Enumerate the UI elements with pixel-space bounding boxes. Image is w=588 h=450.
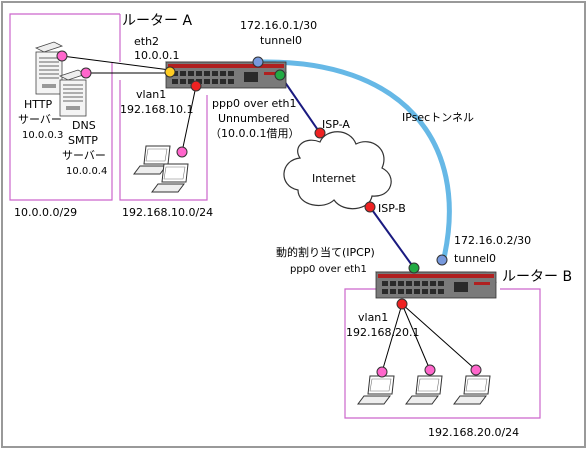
tunnel-a-ip: 172.16.0.1/30 xyxy=(240,19,317,32)
laptop-icon-a1 xyxy=(133,145,171,175)
link-pc-b1 xyxy=(381,303,403,373)
dynamic-label: 動的割り当て(IPCP) xyxy=(276,245,375,259)
router-b-title: ルーター B xyxy=(502,269,572,285)
laptop-icon-b1 xyxy=(357,375,395,405)
node-pc-b1 xyxy=(376,366,388,378)
node-vlan1-b xyxy=(396,298,408,310)
tunnel-a-label: tunnel0 xyxy=(260,34,302,47)
router-a-title: ルーター A xyxy=(122,13,192,29)
tunnel-b-ip: 172.16.0.2/30 xyxy=(454,234,531,247)
lan-a-network: 192.168.10.0/24 xyxy=(122,206,213,219)
ipsec-tunnel-line xyxy=(259,59,452,261)
vlan1-b-label: vlan1 xyxy=(358,311,388,324)
internet-label: Internet xyxy=(312,172,356,185)
dns-label-2: SMTP xyxy=(68,134,98,147)
dmz-zone-box xyxy=(9,13,120,201)
node-isp-a xyxy=(314,127,326,139)
node-pc-b3 xyxy=(470,364,482,376)
link-pc-b2 xyxy=(401,303,431,371)
dmz-network: 10.0.0.0/29 xyxy=(14,206,77,219)
borrow-label: （10.0.0.1借用） xyxy=(210,127,299,140)
node-http xyxy=(56,50,68,62)
eth2-ip: 10.0.0.1 xyxy=(134,49,179,62)
eth2-label: eth2 xyxy=(134,35,159,48)
vlan1-a-label: vlan1 xyxy=(136,88,166,101)
ipsec-label: IPsecトンネル xyxy=(402,111,474,124)
vlan1-a-ip: 192.168.10.1 xyxy=(120,103,193,116)
ppp-a-label: ppp0 over eth1 xyxy=(212,97,297,110)
http-label-1: HTTP xyxy=(24,98,53,111)
wan-line-b xyxy=(369,206,415,269)
laptop-icon-b2 xyxy=(405,375,443,405)
node-tunnel-b xyxy=(436,254,448,266)
internet-cloud-icon xyxy=(283,131,392,210)
node-pc-b2 xyxy=(424,364,436,376)
link-http xyxy=(61,55,171,71)
node-dns xyxy=(80,67,92,79)
dns-label-1: DNS xyxy=(72,119,96,132)
node-tunnel-a xyxy=(252,56,264,68)
tunnel-b-label: tunnel0 xyxy=(454,252,496,265)
laptop-icon-a2 xyxy=(151,163,189,193)
unnumbered-label: Unnumbered xyxy=(218,112,289,125)
dns-label-3: サーバー xyxy=(62,149,106,162)
node-pc-a xyxy=(176,146,188,158)
link-pc-b3 xyxy=(401,303,477,371)
node-vlan1-a xyxy=(190,80,202,92)
wan-line-a xyxy=(279,74,321,134)
lan-b-zone-box xyxy=(344,288,541,419)
vlan1-b-ip: 192.168.20.1 xyxy=(346,326,419,339)
lan-a-zone-box xyxy=(119,80,208,201)
isp-b-label: ISP-B xyxy=(378,202,406,215)
laptop-icon-b3 xyxy=(453,375,491,405)
dns-server-icon xyxy=(58,69,88,117)
router-a xyxy=(165,61,287,89)
dns-ip: 10.0.0.4 xyxy=(66,166,107,177)
link-pc-a xyxy=(181,85,197,153)
node-ppp-b xyxy=(408,262,420,274)
isp-a-label: ISP-A xyxy=(322,118,350,131)
http-ip: 10.0.0.3 xyxy=(22,130,63,141)
ppp-b-label: ppp0 over eth1 xyxy=(290,264,367,275)
router-b xyxy=(375,271,497,299)
node-eth2 xyxy=(164,66,176,78)
http-server-icon xyxy=(34,41,64,95)
node-ppp-a xyxy=(274,69,286,81)
lan-b-network: 192.168.20.0/24 xyxy=(428,426,519,439)
node-isp-b xyxy=(364,201,376,213)
http-label-2: サーバー xyxy=(18,113,62,126)
